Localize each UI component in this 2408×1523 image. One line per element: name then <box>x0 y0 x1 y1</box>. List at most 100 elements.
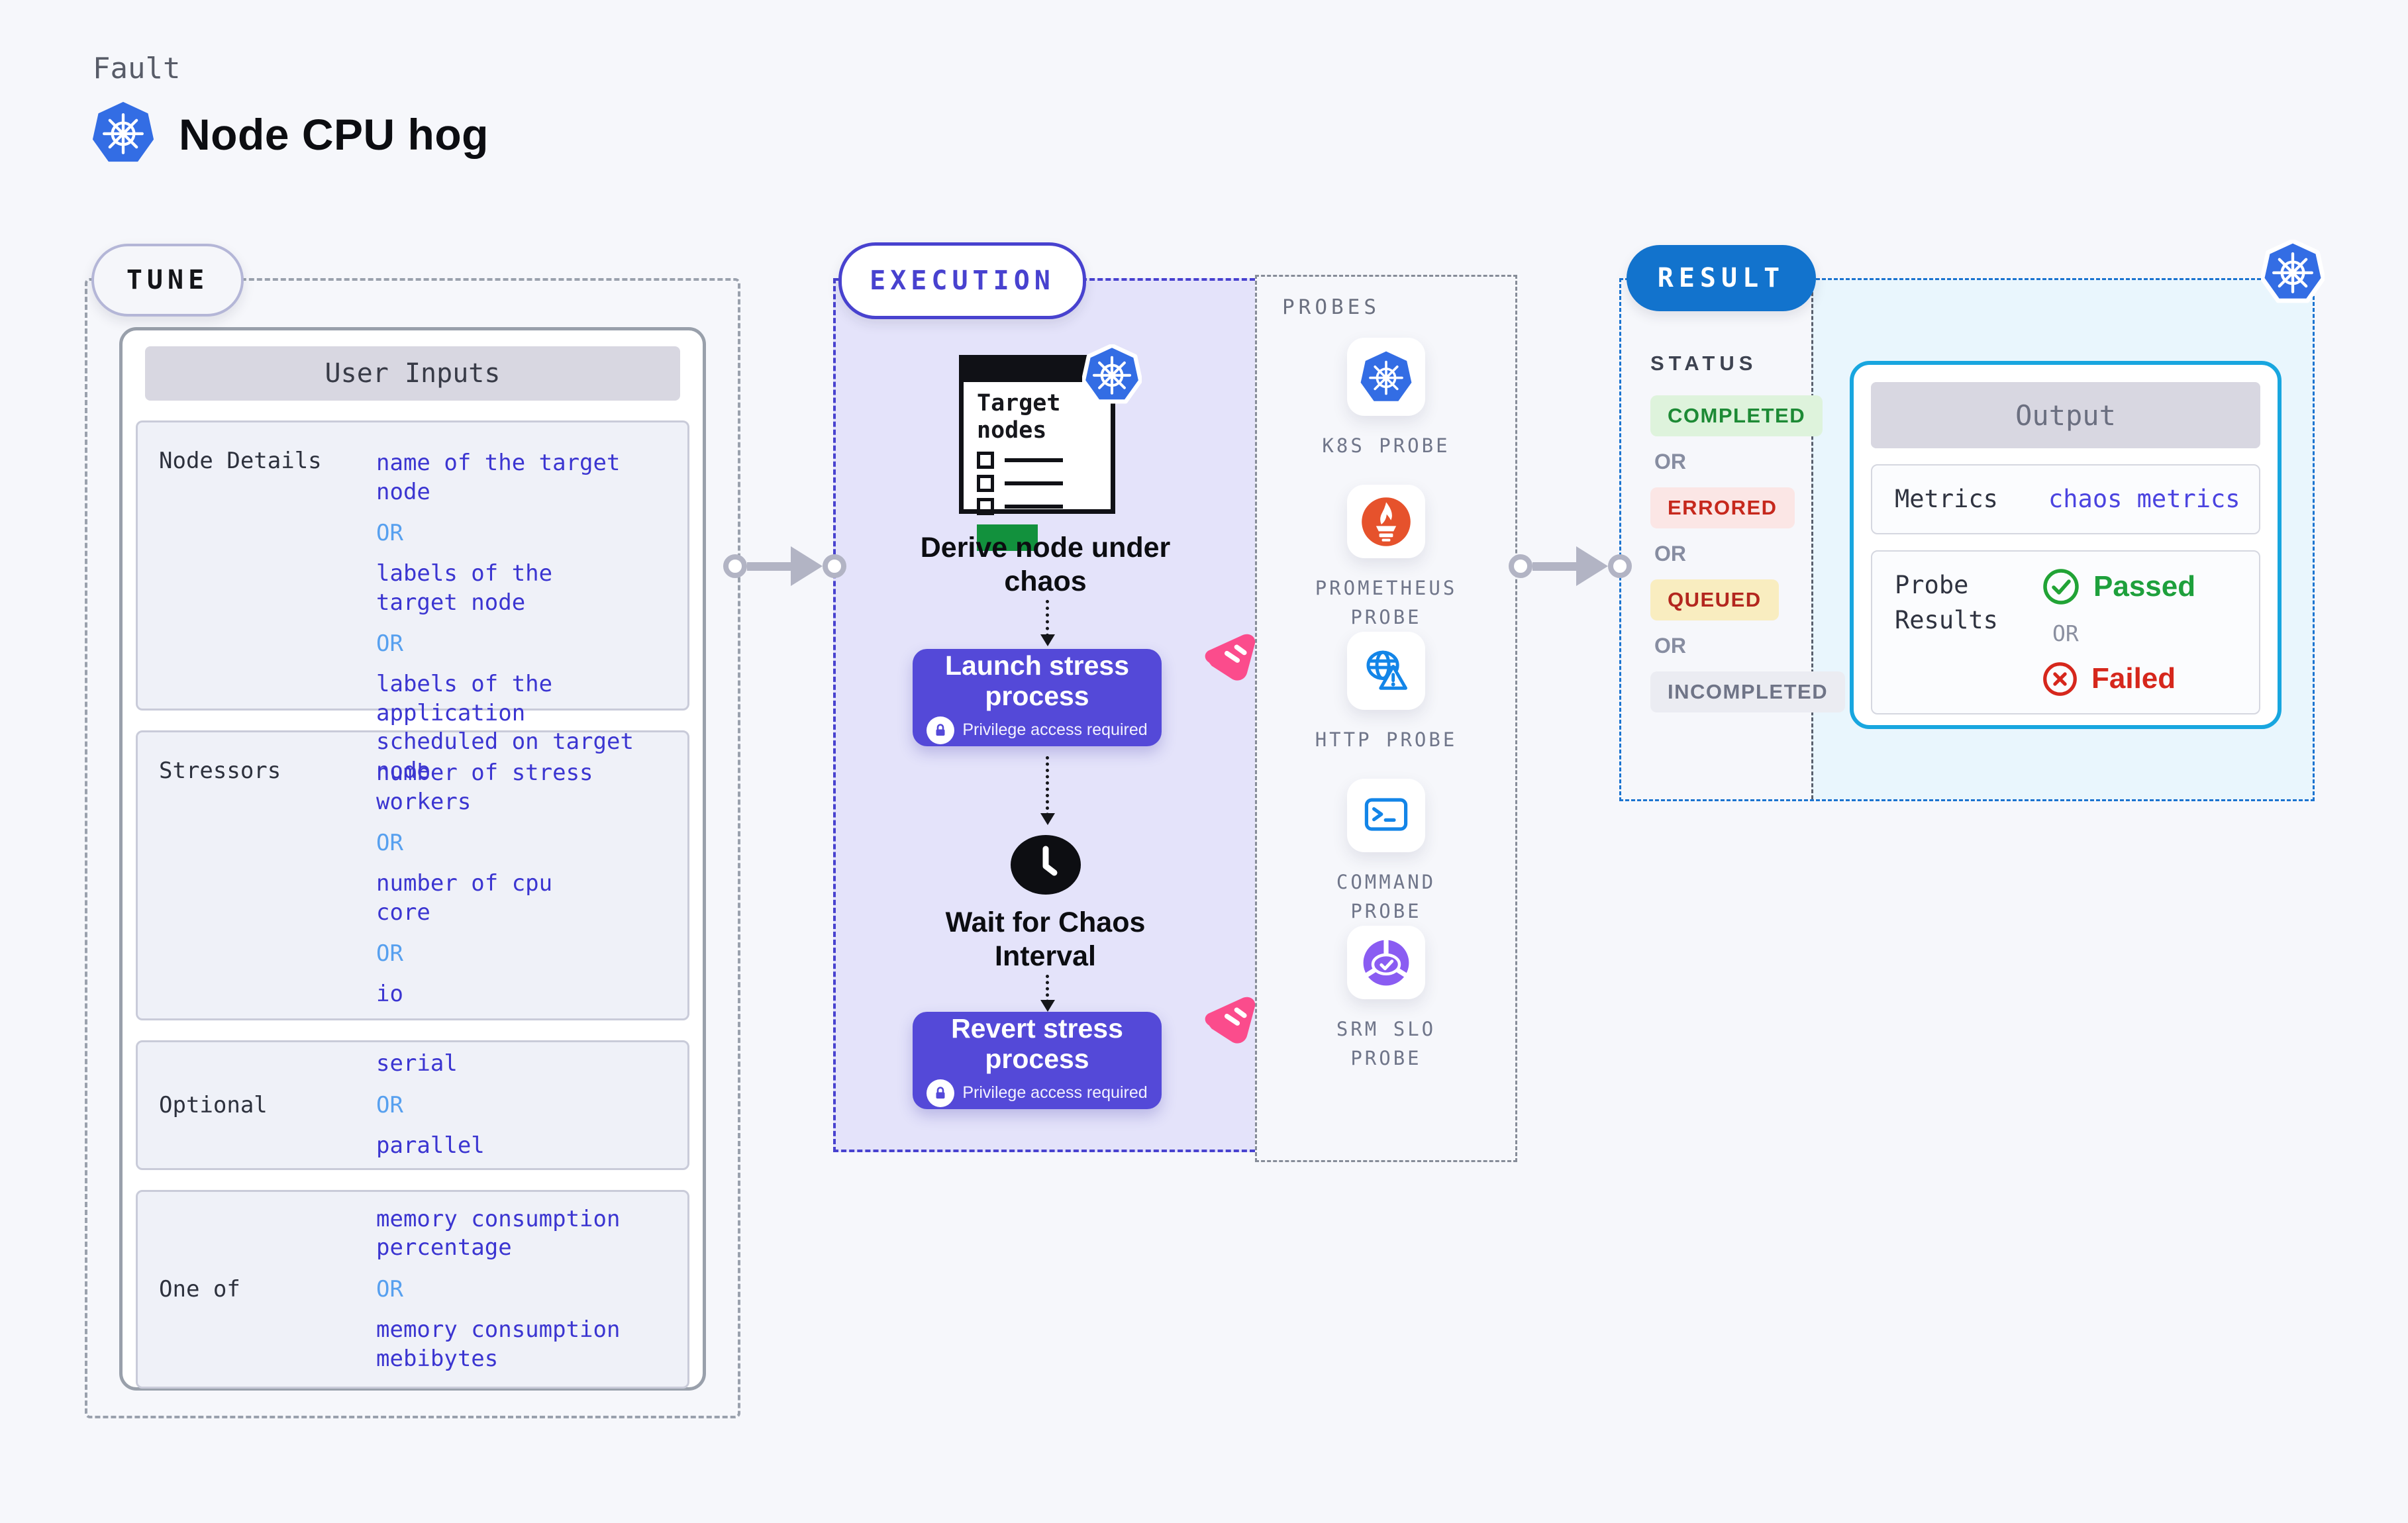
litmus-pink-icon <box>1204 630 1260 686</box>
line-icon <box>1005 481 1063 485</box>
arrow-start-dot <box>1509 554 1532 578</box>
fault-kicker: Fault <box>93 52 181 85</box>
probe-label: PROMETHEUS PROBE <box>1315 577 1458 628</box>
node-checklist-item <box>977 474 1111 492</box>
or-separator: OR <box>1654 450 1686 473</box>
or-separator: OR <box>1654 542 1686 565</box>
http-globe-icon <box>1366 650 1407 690</box>
flow-connector <box>1040 756 1055 825</box>
row-value: serial <box>376 1050 458 1077</box>
user-inputs-card: User Inputs Node Details name of the tar… <box>119 327 706 1391</box>
litmus-pink-icon <box>1204 993 1260 1049</box>
kubernetes-icon <box>91 101 155 168</box>
or-separator: OR <box>376 1276 403 1302</box>
command-terminal-icon <box>1364 797 1408 831</box>
or-separator: OR <box>376 1092 403 1118</box>
or-separator: OR <box>376 830 403 857</box>
passed-result: Passed <box>2042 567 2195 606</box>
privilege-note: Privilege access required <box>927 716 1148 744</box>
tune-pill[interactable]: TUNE <box>91 244 244 317</box>
passed-label: Passed <box>2093 569 2196 603</box>
arrow-head <box>1576 546 1608 586</box>
revert-stress-button[interactable]: Revert stress process Privilege access r… <box>913 997 1256 1109</box>
row-label: Metrics <box>1895 485 1998 513</box>
kubernetes-icon <box>2260 238 2326 303</box>
wait-chaos-label: Wait for Chaos Interval <box>945 907 1146 972</box>
status-badge: INCOMPLETED <box>1650 671 1846 712</box>
status-title: STATUS <box>1650 352 1758 375</box>
launch-stress-button[interactable]: Launch stress process Privilege access r… <box>913 634 1256 746</box>
status-badge: ERRORED <box>1650 487 1795 528</box>
fault-title: Node CPU hog <box>179 109 489 159</box>
or-separator: OR <box>2052 620 2079 646</box>
srm-slo-probe-card[interactable] <box>1347 926 1425 999</box>
execution-section: Target nodes Derive node under chaos Lau… <box>833 278 1256 1152</box>
line-icon <box>1005 504 1063 509</box>
list-item: COMMAND PROBE <box>1336 779 1436 926</box>
node-checklist-item <box>977 497 1111 515</box>
execution-pill[interactable]: EXECUTION <box>838 242 1086 319</box>
failed-result: Failed <box>2042 661 2195 697</box>
probes-title: PROBES <box>1282 295 1380 319</box>
list-item: SRM SLO PROBE <box>1336 926 1436 1073</box>
failed-label: Failed <box>2091 662 2176 695</box>
or-separator: OR <box>376 520 403 547</box>
user-inputs-header: User Inputs <box>145 346 680 401</box>
row-value: labels of the target node <box>376 560 553 616</box>
prometheus-icon <box>1362 497 1411 546</box>
probe-results-row: Probe Results Passed OR Failed <box>1871 550 2260 714</box>
kubernetes-icon <box>1360 351 1412 401</box>
clock-icon <box>1010 834 1081 899</box>
line-icon <box>1005 458 1063 462</box>
node-checklist-item <box>977 451 1111 469</box>
or-separator: OR <box>376 940 403 967</box>
probe-label: COMMAND PROBE <box>1336 871 1436 922</box>
table-row: One of memory consumption percentage OR … <box>136 1190 689 1389</box>
lock-icon <box>927 716 955 744</box>
button-label: Launch stress process <box>945 650 1129 711</box>
checkbox-icon <box>977 474 994 492</box>
table-row: Node Details name of the target node OR … <box>136 420 689 784</box>
probes-panel: PROBES K8S PROBE PROMETHEUS PROBE HTTP P… <box>1255 275 1517 1162</box>
probe-list: K8S PROBE PROMETHEUS PROBE HTTP PROBE CO… <box>1257 338 1515 1073</box>
arrow-end-dot <box>1608 554 1632 578</box>
list-item: PROMETHEUS PROBE <box>1315 485 1458 632</box>
privilege-label: Privilege access required <box>962 720 1148 740</box>
row-value: parallel <box>376 1132 485 1159</box>
lock-icon <box>927 1079 955 1107</box>
arrow-end-dot <box>823 554 846 578</box>
status-column: STATUS COMPLETED OR ERRORED OR QUEUED OR… <box>1650 352 1846 712</box>
flow-connector <box>1040 600 1055 646</box>
checkbox-icon <box>977 451 994 469</box>
arrow-start-dot <box>723 554 747 578</box>
check-circle-icon <box>2043 568 2079 605</box>
command-probe-card[interactable] <box>1347 779 1425 852</box>
output-card: Output Metrics chaos metrics Probe Resul… <box>1850 361 2282 729</box>
row-value: labels of the application scheduled on t… <box>376 671 634 784</box>
list-item: HTTP PROBE <box>1315 632 1458 779</box>
page-title: Node CPU hog <box>91 101 489 168</box>
list-item: K8S PROBE <box>1322 338 1450 485</box>
flow-arrow <box>723 546 846 586</box>
row-value: number of stress workers <box>376 760 593 815</box>
probe-label: K8S PROBE <box>1322 434 1450 457</box>
row-value: io <box>376 981 403 1008</box>
probe-label: HTTP PROBE <box>1315 728 1458 751</box>
selected-node-bar <box>977 524 1038 551</box>
x-circle-icon <box>2043 662 2077 696</box>
row-value: memory consumption mebibytes <box>376 1316 621 1372</box>
target-nodes-title: Target nodes <box>977 390 1061 444</box>
status-badge: COMPLETED <box>1650 395 1823 436</box>
table-row: Stressors number of stress workers OR nu… <box>136 730 689 1020</box>
derive-node-label: Derive node under chaos <box>920 532 1171 597</box>
row-label: One of <box>159 1276 240 1302</box>
http-probe-card[interactable] <box>1346 632 1425 710</box>
output-header: Output <box>1871 382 2260 448</box>
arrow-line <box>747 562 791 571</box>
k8s-probe-card[interactable] <box>1346 338 1425 416</box>
flow-connector <box>1040 975 1055 1012</box>
or-separator: OR <box>1654 634 1686 658</box>
flow-arrow <box>1509 546 1632 586</box>
result-pill[interactable]: RESULT <box>1627 245 1816 311</box>
prometheus-probe-card[interactable] <box>1346 485 1425 558</box>
